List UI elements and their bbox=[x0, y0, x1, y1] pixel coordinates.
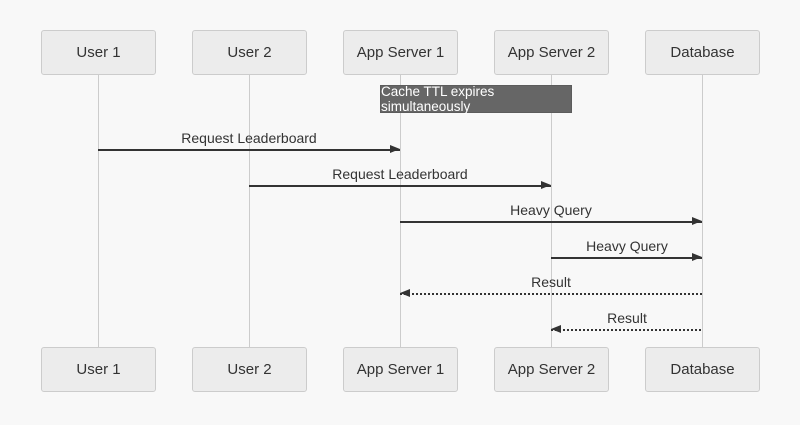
message-label-heavy-query-1: Heavy Query bbox=[510, 202, 592, 218]
lifeline-app-server-2 bbox=[551, 75, 552, 347]
actor-user-2-bottom: User 2 bbox=[192, 347, 307, 392]
arrowhead-icon-1 bbox=[390, 145, 400, 153]
lifeline-database bbox=[702, 75, 703, 347]
message-line-1 bbox=[98, 149, 400, 151]
message-line-3 bbox=[400, 221, 702, 223]
message-line-6 bbox=[551, 329, 702, 331]
arrowhead-icon-3 bbox=[692, 217, 702, 225]
note-cache-ttl: Cache TTL expires simultaneously bbox=[380, 84, 572, 114]
message-line-2 bbox=[249, 185, 551, 187]
actor-app-server-1-bottom: App Server 1 bbox=[343, 347, 458, 392]
message-label-request-leaderboard-2: Request Leaderboard bbox=[332, 166, 468, 182]
arrowhead-icon-4 bbox=[692, 253, 702, 261]
actor-app-server-1-top: App Server 1 bbox=[343, 30, 458, 75]
lifeline-app-server-1 bbox=[400, 75, 401, 347]
arrowhead-icon-5 bbox=[400, 289, 410, 297]
message-label-result-2: Result bbox=[607, 310, 647, 326]
message-label-result-1: Result bbox=[531, 274, 571, 290]
actor-user-1-bottom: User 1 bbox=[41, 347, 156, 392]
arrowhead-icon-2 bbox=[541, 181, 551, 189]
lifeline-user-2 bbox=[249, 75, 250, 347]
actor-app-server-2-bottom: App Server 2 bbox=[494, 347, 609, 392]
actor-user-1-top: User 1 bbox=[41, 30, 156, 75]
message-line-5 bbox=[400, 293, 702, 295]
message-label-heavy-query-2: Heavy Query bbox=[586, 238, 668, 254]
actor-user-2-top: User 2 bbox=[192, 30, 307, 75]
message-label-request-leaderboard-1: Request Leaderboard bbox=[181, 130, 317, 146]
actor-app-server-2-top: App Server 2 bbox=[494, 30, 609, 75]
arrowhead-icon-6 bbox=[551, 325, 561, 333]
lifeline-user-1 bbox=[98, 75, 99, 347]
actor-database-top: Database bbox=[645, 30, 760, 75]
message-line-4 bbox=[551, 257, 702, 259]
actor-database-bottom: Database bbox=[645, 347, 760, 392]
